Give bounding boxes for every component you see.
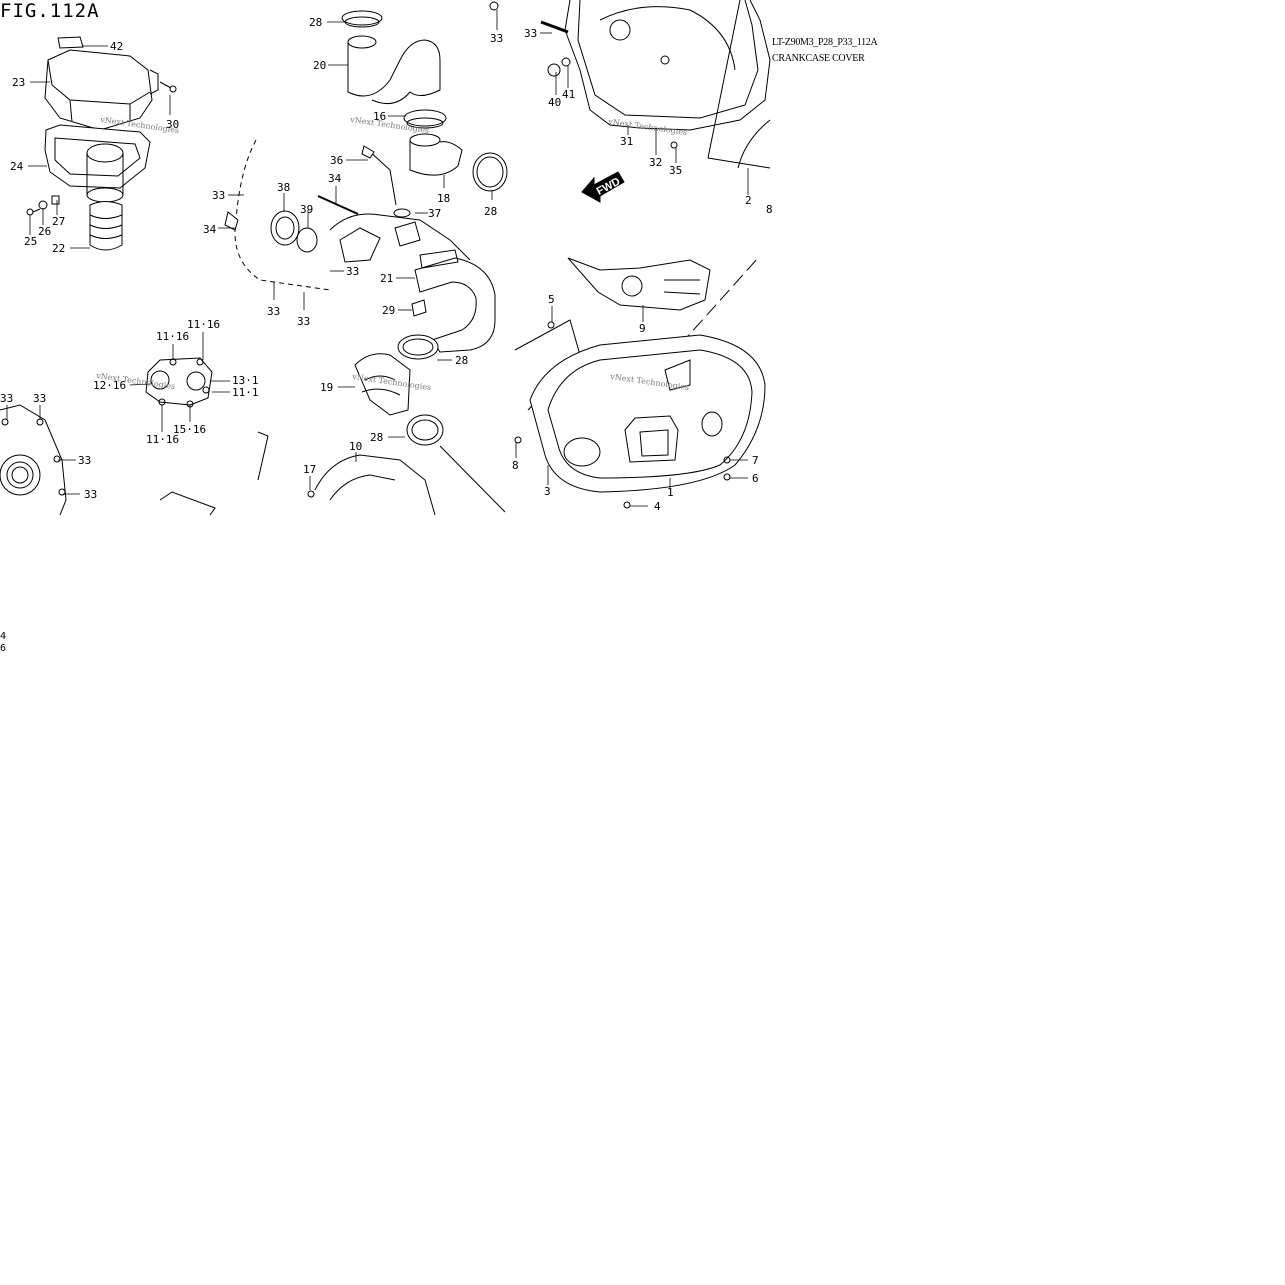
callout-label: 25 xyxy=(24,235,37,248)
callout-label: 30 xyxy=(166,118,179,131)
transmission-cover xyxy=(439,257,766,513)
callout-label: 8 xyxy=(512,459,519,472)
callout-label: 33 xyxy=(33,392,46,405)
callout-label: 11·16 xyxy=(146,433,179,446)
callout-label: 15·16 xyxy=(173,423,206,436)
callout-label: 42 xyxy=(110,40,123,53)
crankcase-cover-main xyxy=(540,0,771,169)
callout-label: 34 xyxy=(203,223,217,236)
callout-label: 38 xyxy=(277,181,290,194)
edge-note-bottom: 6 xyxy=(0,643,7,654)
callout-label: 33 xyxy=(267,305,280,318)
callout-label: 33 xyxy=(490,32,503,45)
callout-label: 11·16 xyxy=(187,318,220,331)
figure-name: CRANKCASE COVER xyxy=(772,53,865,64)
callout-label: 29 xyxy=(382,304,395,317)
callout-label: 32 xyxy=(649,156,662,169)
callout-label: 16 xyxy=(373,110,386,123)
figure-title: FIG.112A xyxy=(0,0,100,22)
callout-label: 19 xyxy=(320,381,333,394)
callout-label: 6 xyxy=(752,472,759,485)
callout-label: 20 xyxy=(313,59,326,72)
edge-note-top: 4 xyxy=(0,631,7,642)
air-box-assembly xyxy=(26,36,177,251)
callout-label: 33 xyxy=(212,189,225,202)
callout-label: 11·1 xyxy=(232,386,259,399)
callout-label: 26 xyxy=(38,225,51,238)
crankcase-inner xyxy=(224,139,471,291)
fwd-direction-badge: FWD xyxy=(581,171,625,203)
callout-label: 17 xyxy=(303,463,316,476)
callout-label: 28 xyxy=(484,205,497,218)
callout-label: 18 xyxy=(437,192,450,205)
callout-labels: 42 23 30 24 27 26 25 22 28 20 16 36 34 3… xyxy=(0,16,773,513)
callout-label: 36 xyxy=(330,154,343,167)
callout-label: 27 xyxy=(52,215,65,228)
callout-label: 11·16 xyxy=(156,330,189,343)
callout-label: 28 xyxy=(370,431,383,444)
callout-label: 28 xyxy=(455,354,468,367)
callout-label: 8 xyxy=(766,203,773,216)
callout-label: 33 xyxy=(346,265,359,278)
callout-label: 12·16 xyxy=(93,379,126,392)
callout-label: 33 xyxy=(78,454,91,467)
callout-label: 5 xyxy=(548,293,555,306)
callout-label: 39 xyxy=(300,203,313,216)
leader-lines xyxy=(6,10,749,507)
callout-label: 22 xyxy=(52,242,65,255)
callout-label: 13·1 xyxy=(232,374,259,387)
callout-label: 3 xyxy=(544,485,551,498)
clutch-cover-left xyxy=(0,404,67,516)
callout-label: 31 xyxy=(620,135,633,148)
callout-label: 2 xyxy=(745,194,752,207)
callout-label: 23 xyxy=(12,76,25,89)
clutch-cover-small xyxy=(145,357,269,516)
callout-label: 35 xyxy=(669,164,682,177)
callout-label: 9 xyxy=(639,322,646,335)
callout-label: 7 xyxy=(752,454,759,467)
lower-intake-hose xyxy=(307,249,496,516)
callout-label: 34 xyxy=(328,172,342,185)
callout-label: 33 xyxy=(297,315,310,328)
intake-hose-assembly xyxy=(341,1,508,218)
callout-label: 33 xyxy=(84,488,97,501)
figure-code: LT-Z90M3_P28_P33_112A xyxy=(772,37,878,48)
callout-label: 33 xyxy=(524,27,537,40)
callout-label: 21 xyxy=(380,272,393,285)
callout-label: 1 xyxy=(667,486,674,499)
callout-label: 37 xyxy=(428,207,441,220)
callout-label: 33 xyxy=(0,392,13,405)
callout-label: 41 xyxy=(562,88,575,101)
callout-label: 4 xyxy=(654,500,661,513)
callout-label: 24 xyxy=(10,160,24,173)
callout-label: 28 xyxy=(309,16,322,29)
fwd-label: FWD xyxy=(595,176,623,198)
callout-label: 10 xyxy=(349,440,362,453)
callout-label: 40 xyxy=(548,96,561,109)
